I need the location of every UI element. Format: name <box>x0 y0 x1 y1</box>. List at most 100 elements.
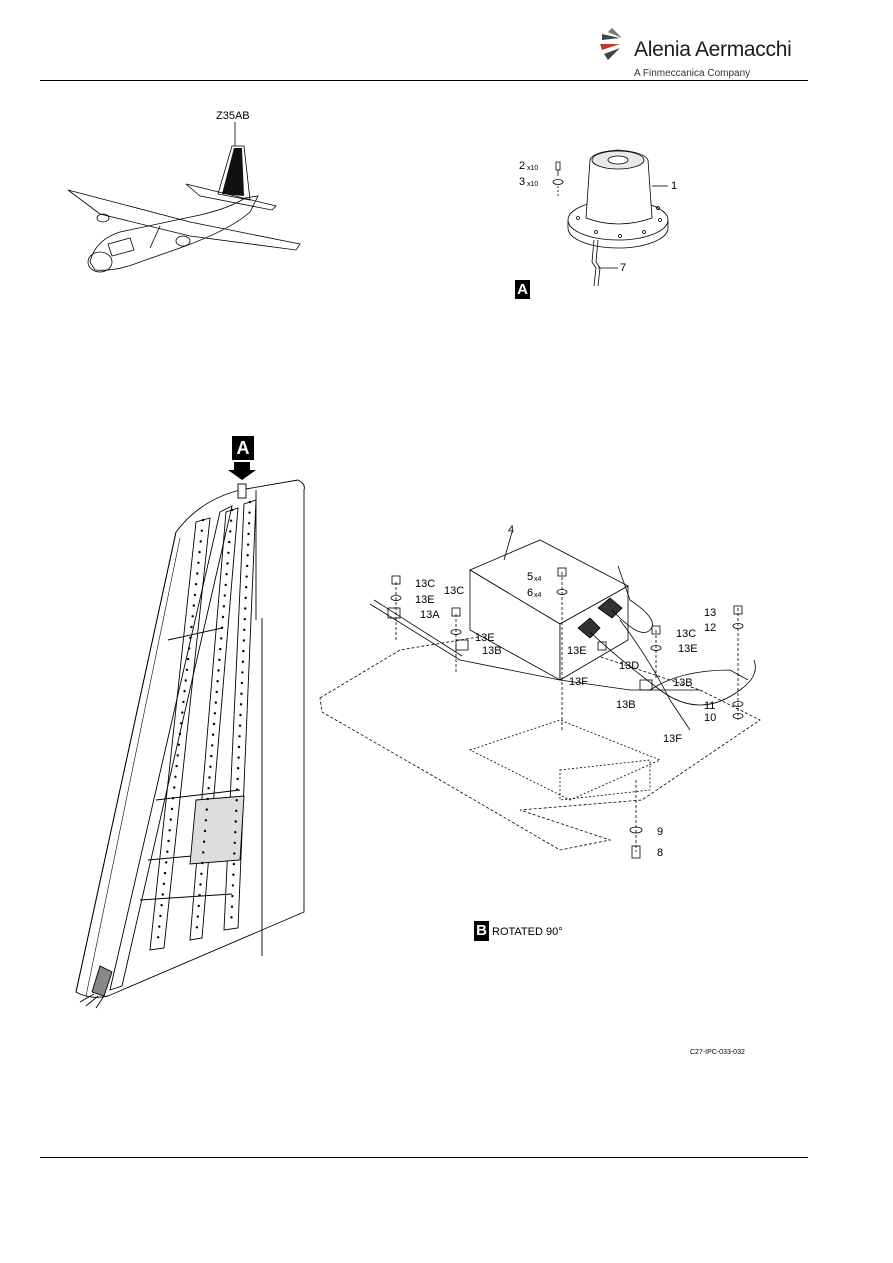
callout-10: 10 <box>704 712 717 724</box>
rivet-mark <box>217 669 220 672</box>
rivet-mark <box>202 851 205 854</box>
rivet-mark <box>160 904 163 907</box>
rivet-mark <box>232 862 236 866</box>
rivet-mark <box>208 776 211 779</box>
figure-id: C27-IPC-033-032 <box>690 1049 745 1056</box>
rivet-mark <box>163 871 167 875</box>
rivet-mark <box>231 884 235 887</box>
rivet-mark <box>241 660 245 663</box>
callout-13b-a: 13B <box>482 645 502 657</box>
rivet-mark <box>235 799 238 802</box>
callout-13b-b: 13B <box>616 699 636 711</box>
callout-3-qty: x10 <box>527 181 539 188</box>
rivet-mark <box>197 904 200 908</box>
rivet-mark <box>213 712 217 715</box>
rivet-mark <box>169 818 172 821</box>
rivet-mark <box>192 604 195 607</box>
rivet-mark <box>245 575 248 578</box>
rivet-mark <box>228 540 231 544</box>
rivet-mark <box>243 628 246 631</box>
callout-12: 12 <box>704 622 717 634</box>
rivet-mark <box>193 593 197 597</box>
propeller-logo-icon <box>600 28 622 60</box>
rivet-mark <box>185 668 189 671</box>
rivet-mark <box>220 637 223 640</box>
callout-13e-d: 13E <box>678 643 698 655</box>
rivet-mark <box>245 564 249 568</box>
rivet-mark <box>201 861 204 865</box>
rivet-mark <box>244 607 247 610</box>
rivet-mark <box>234 820 237 823</box>
rivet-mark <box>235 788 239 791</box>
rivet-mark <box>195 926 199 929</box>
detail-a-badge: A <box>515 280 530 299</box>
rivet-mark <box>159 914 162 918</box>
rivet-mark <box>220 626 224 629</box>
rivet-mark <box>188 647 191 650</box>
rivet-mark <box>191 615 194 618</box>
callout-13e-b: 13E <box>475 632 495 644</box>
callout-6: 6 <box>527 587 534 599</box>
callout-13d: 13D <box>619 660 640 672</box>
callout-13e-c: 13E <box>567 645 587 657</box>
rivet-mark <box>156 936 160 939</box>
rivet-mark <box>230 916 233 919</box>
rivet-mark <box>230 905 234 908</box>
callout-13b-c: 13B <box>673 677 693 689</box>
rivet-mark <box>226 562 229 565</box>
rivet-mark <box>161 893 164 896</box>
rivet-mark <box>229 530 232 533</box>
zone-label: Z35AB <box>216 110 250 122</box>
callout-13f-a: 13F <box>569 676 588 688</box>
rivet-mark <box>173 786 176 789</box>
rivet-mark <box>234 830 237 834</box>
rivet-mark <box>233 841 236 844</box>
rivet-mark <box>165 861 168 864</box>
rivet-mark <box>225 573 228 576</box>
rivet-mark <box>210 754 213 758</box>
rivet-mark <box>190 625 193 629</box>
rivet-mark <box>183 690 186 693</box>
rivet-mark <box>177 743 181 746</box>
rivet-mark <box>199 883 202 886</box>
rivet-mark <box>170 807 174 811</box>
rivet-mark <box>245 586 248 589</box>
rivet-mark <box>167 839 170 843</box>
rivet-mark <box>219 647 222 651</box>
rivet-mark <box>205 808 208 811</box>
rivet-mark <box>197 561 200 564</box>
rivet-mark <box>237 745 241 749</box>
rivet-mark <box>178 732 182 736</box>
rivet-mark <box>247 522 251 525</box>
rivet-mark <box>230 508 234 512</box>
rivet-mark <box>166 850 169 853</box>
rivet-mark <box>194 583 198 586</box>
header-rule <box>40 80 808 81</box>
rivet-mark <box>238 724 242 727</box>
callout-8: 8 <box>657 847 664 859</box>
rivet-mark <box>162 882 166 885</box>
rivet-mark <box>231 894 234 898</box>
view-a-badge: A <box>232 436 254 460</box>
rivet-mark <box>236 777 239 781</box>
rivet-mark <box>224 583 227 587</box>
callout-5-qty: x4 <box>534 576 542 583</box>
rivet-mark <box>158 925 161 928</box>
rivet-mark <box>212 722 216 726</box>
callout-13e-a: 13E <box>415 594 435 606</box>
footer-rule <box>40 1157 808 1158</box>
rivet-mark <box>248 500 252 504</box>
callout-7: 7 <box>620 262 627 274</box>
rivet-mark <box>182 700 185 704</box>
company-subtitle: A Finmeccanica Company <box>634 68 751 79</box>
rivet-mark <box>174 775 177 778</box>
rivet-mark <box>242 649 245 653</box>
rivet-mark <box>241 671 244 674</box>
rivet-mark <box>175 764 178 768</box>
rivet-mark <box>239 703 243 706</box>
rivet-mark <box>206 797 209 801</box>
rivet-mark <box>189 636 192 639</box>
rivet-mark <box>203 829 207 833</box>
